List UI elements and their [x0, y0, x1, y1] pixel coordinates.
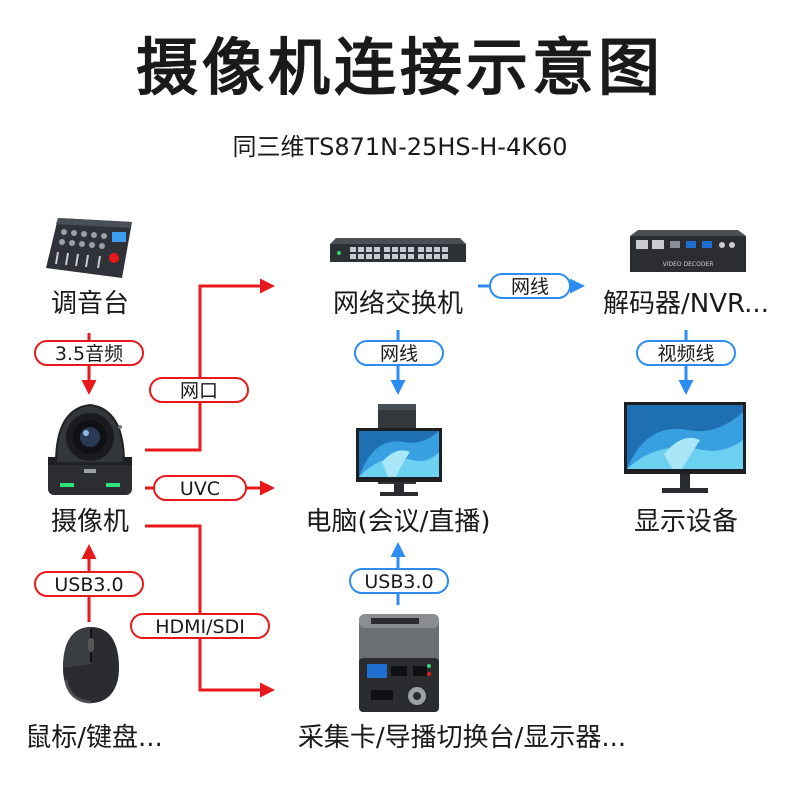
display-monitor-icon — [624, 402, 746, 493]
pill-net-switch-decoder: 网线 — [489, 273, 571, 299]
label-mouse: 鼠标/键盘... — [25, 723, 163, 753]
pill-usb-cam: USB3.0 — [34, 571, 144, 597]
pill-usb-capture: USB3.0 — [349, 568, 449, 594]
computer-icon — [356, 404, 442, 496]
label-decoder: 解码器/NVR... — [603, 289, 769, 319]
line-lan — [145, 278, 275, 452]
pill-net-switch-pc: 网线 — [354, 340, 444, 366]
label-camera: 摄像机 — [50, 507, 129, 537]
capture-card-icon — [359, 614, 439, 712]
label-switch: 网络交换机 — [332, 289, 463, 319]
pill-audio: 3.5音频 — [34, 340, 144, 366]
label-mixer: 调音台 — [50, 289, 129, 319]
pill-hdmi-sdi: HDMI/SDI — [130, 613, 270, 639]
diagram-title: 摄像机连接示意图 — [135, 31, 664, 104]
mouse-icon — [63, 627, 119, 704]
video-decoder-icon: VIDEO DECODER — [630, 230, 746, 272]
ptz-camera-icon — [48, 403, 132, 495]
label-display: 显示设备 — [633, 507, 738, 537]
line-hdmi-sdi — [145, 524, 275, 698]
network-switch-icon — [330, 238, 466, 262]
decoder-panel-text: VIDEO DECODER — [663, 261, 714, 268]
audio-mixer-icon — [46, 218, 132, 278]
label-pc: 电脑(会议/直播) — [305, 507, 491, 537]
diagram-subtitle: 同三维TS871N-25HS-H-4K60 — [232, 133, 568, 161]
label-capture: 采集卡/导播切换台/显示器... — [297, 723, 627, 753]
pill-lan: 网口 — [149, 377, 249, 403]
pill-video-cable: 视频线 — [636, 340, 736, 366]
pill-uvc: UVC — [153, 475, 247, 501]
